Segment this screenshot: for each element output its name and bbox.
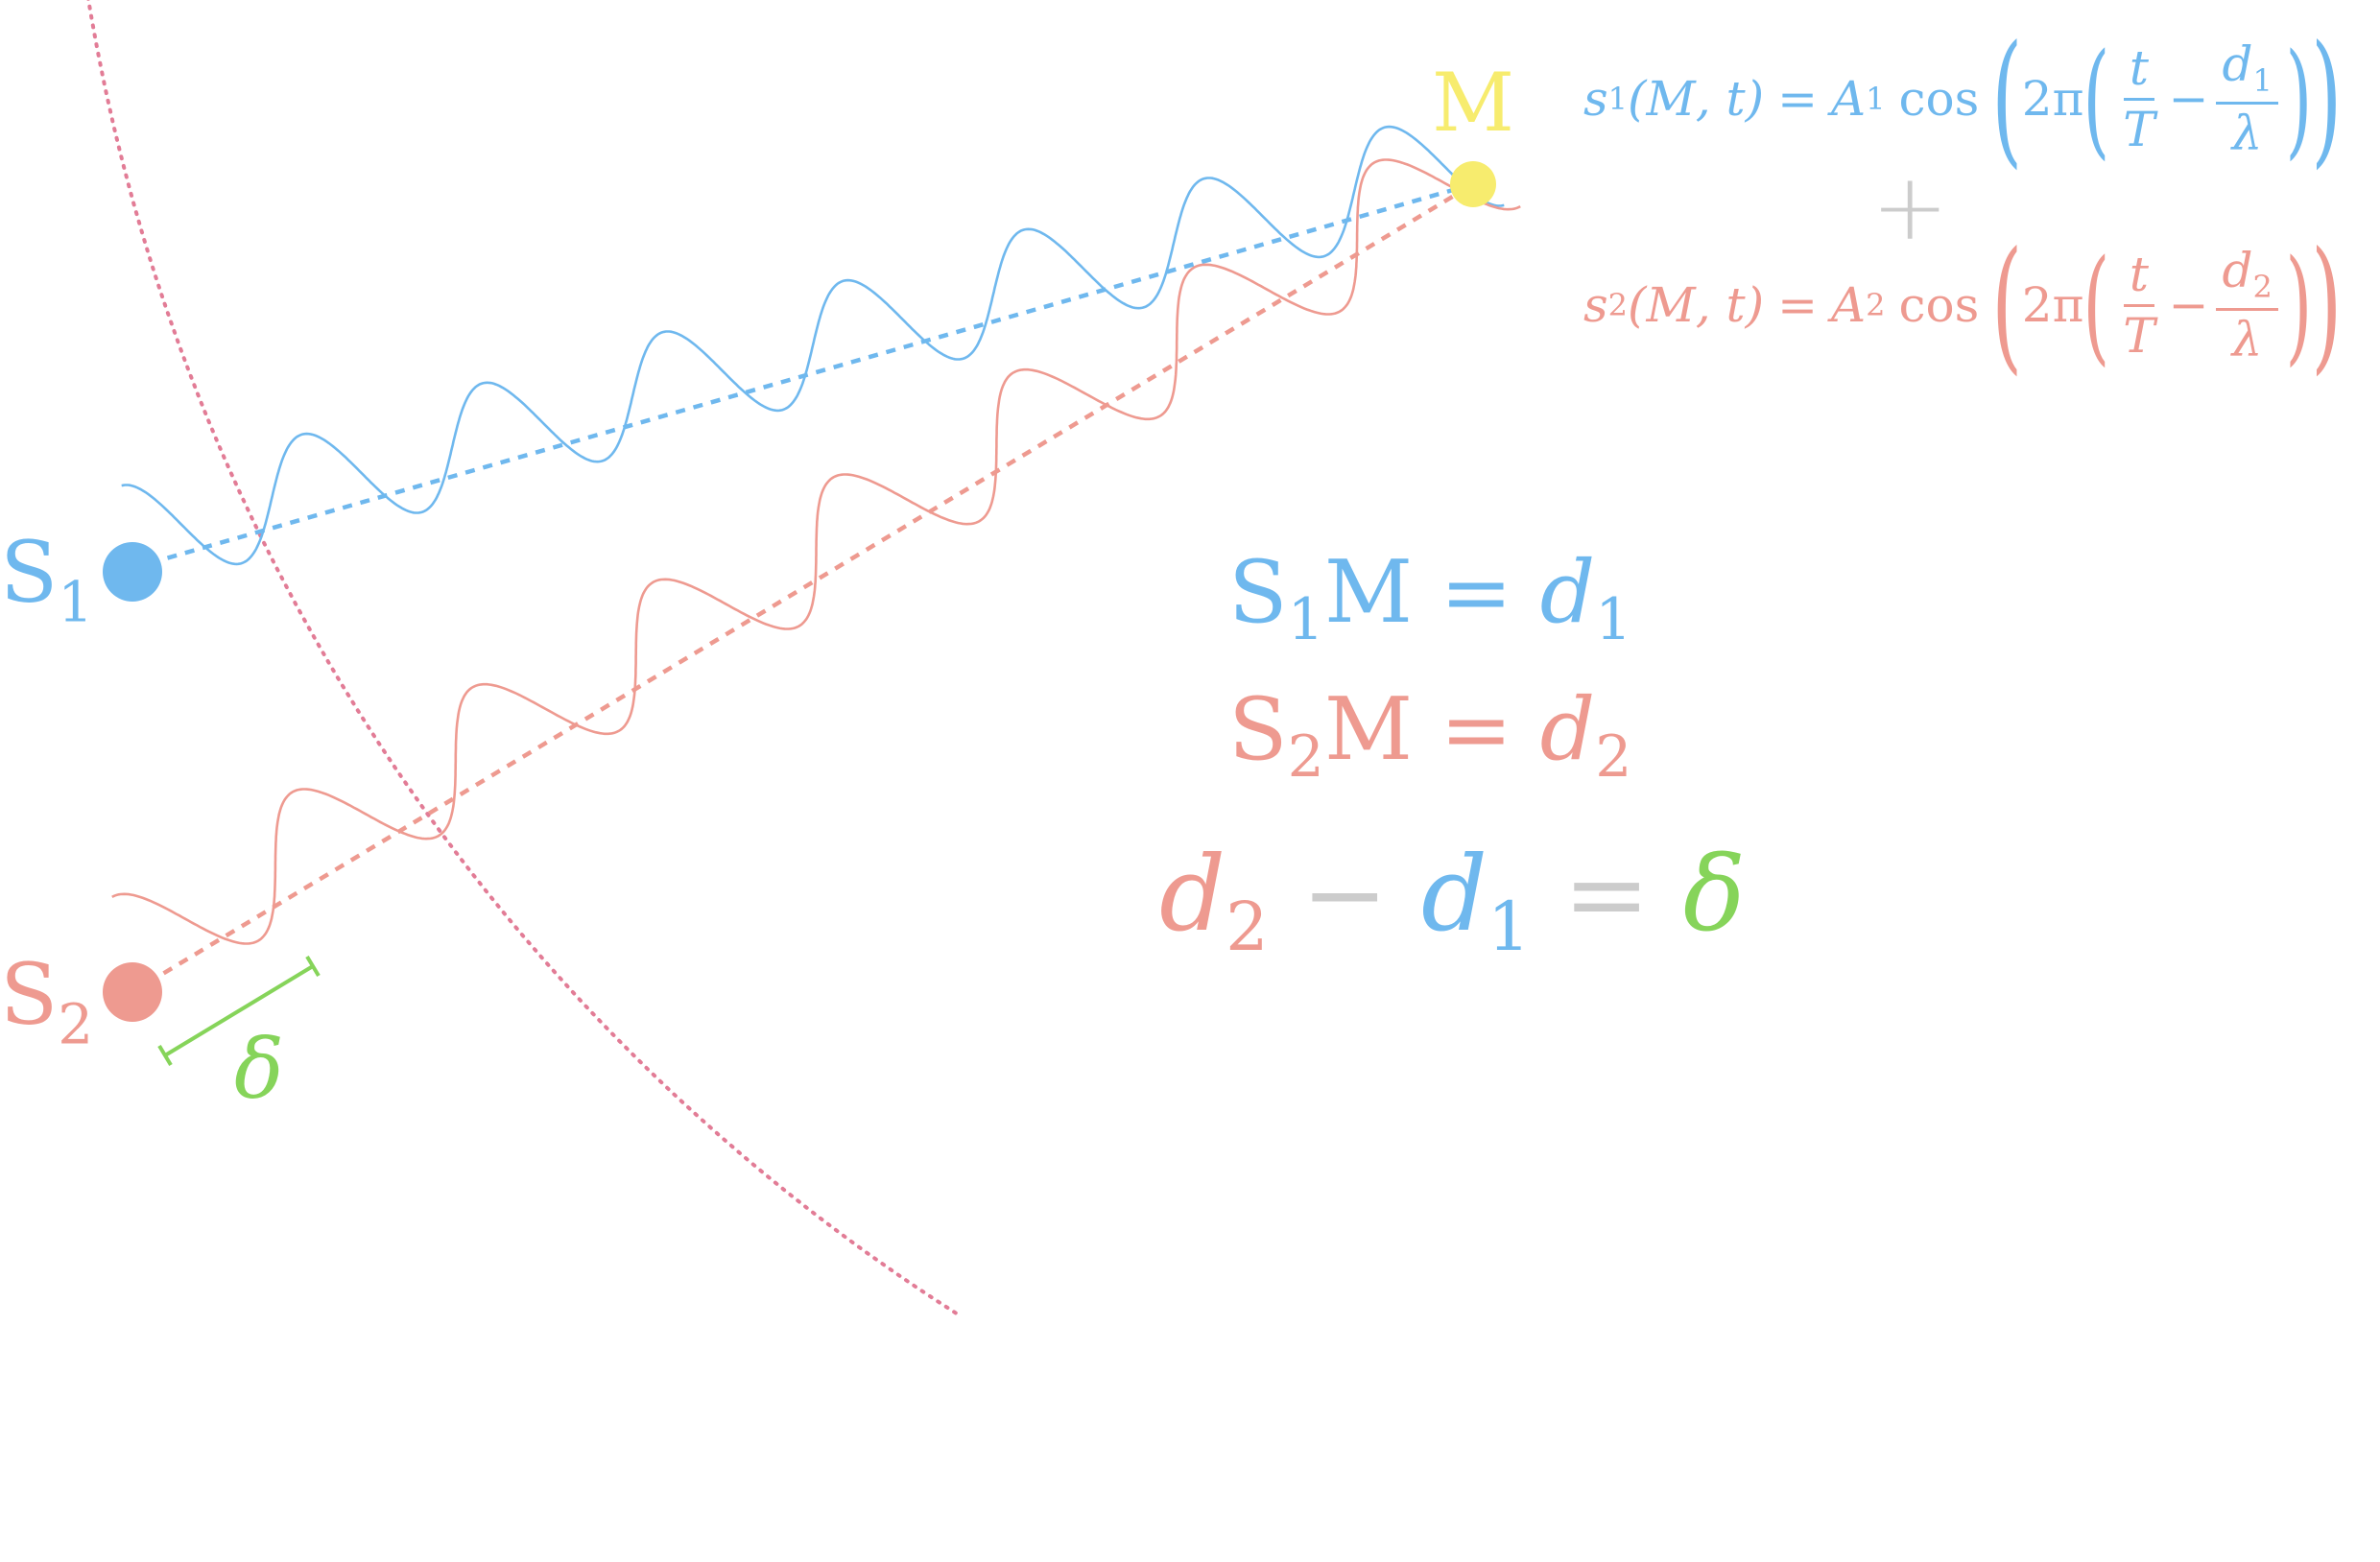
label-delta: δ (234, 1022, 284, 1118)
source-s1-point (103, 542, 162, 602)
equation-s1m-d1: S1M = d1 (1228, 542, 1632, 653)
path-difference-marker (157, 955, 321, 1067)
plus-sign: + (1871, 154, 1949, 261)
wave-s1 (121, 125, 1505, 566)
equation-path-difference: d2 − d1 = δ (1159, 835, 1746, 966)
source-s2-point (103, 962, 162, 1022)
point-m (1450, 161, 1496, 207)
label-s2: S2 (0, 945, 94, 1057)
label-m: M (1432, 56, 1515, 150)
ray-s1-m (131, 181, 1474, 571)
equation-s2m-d2: S2M = d2 (1228, 679, 1632, 791)
ray-s2-m (131, 182, 1475, 994)
wave-s2 (111, 158, 1521, 945)
label-s1: S1 (0, 523, 94, 635)
wavefront-arc (86, 0, 963, 1318)
